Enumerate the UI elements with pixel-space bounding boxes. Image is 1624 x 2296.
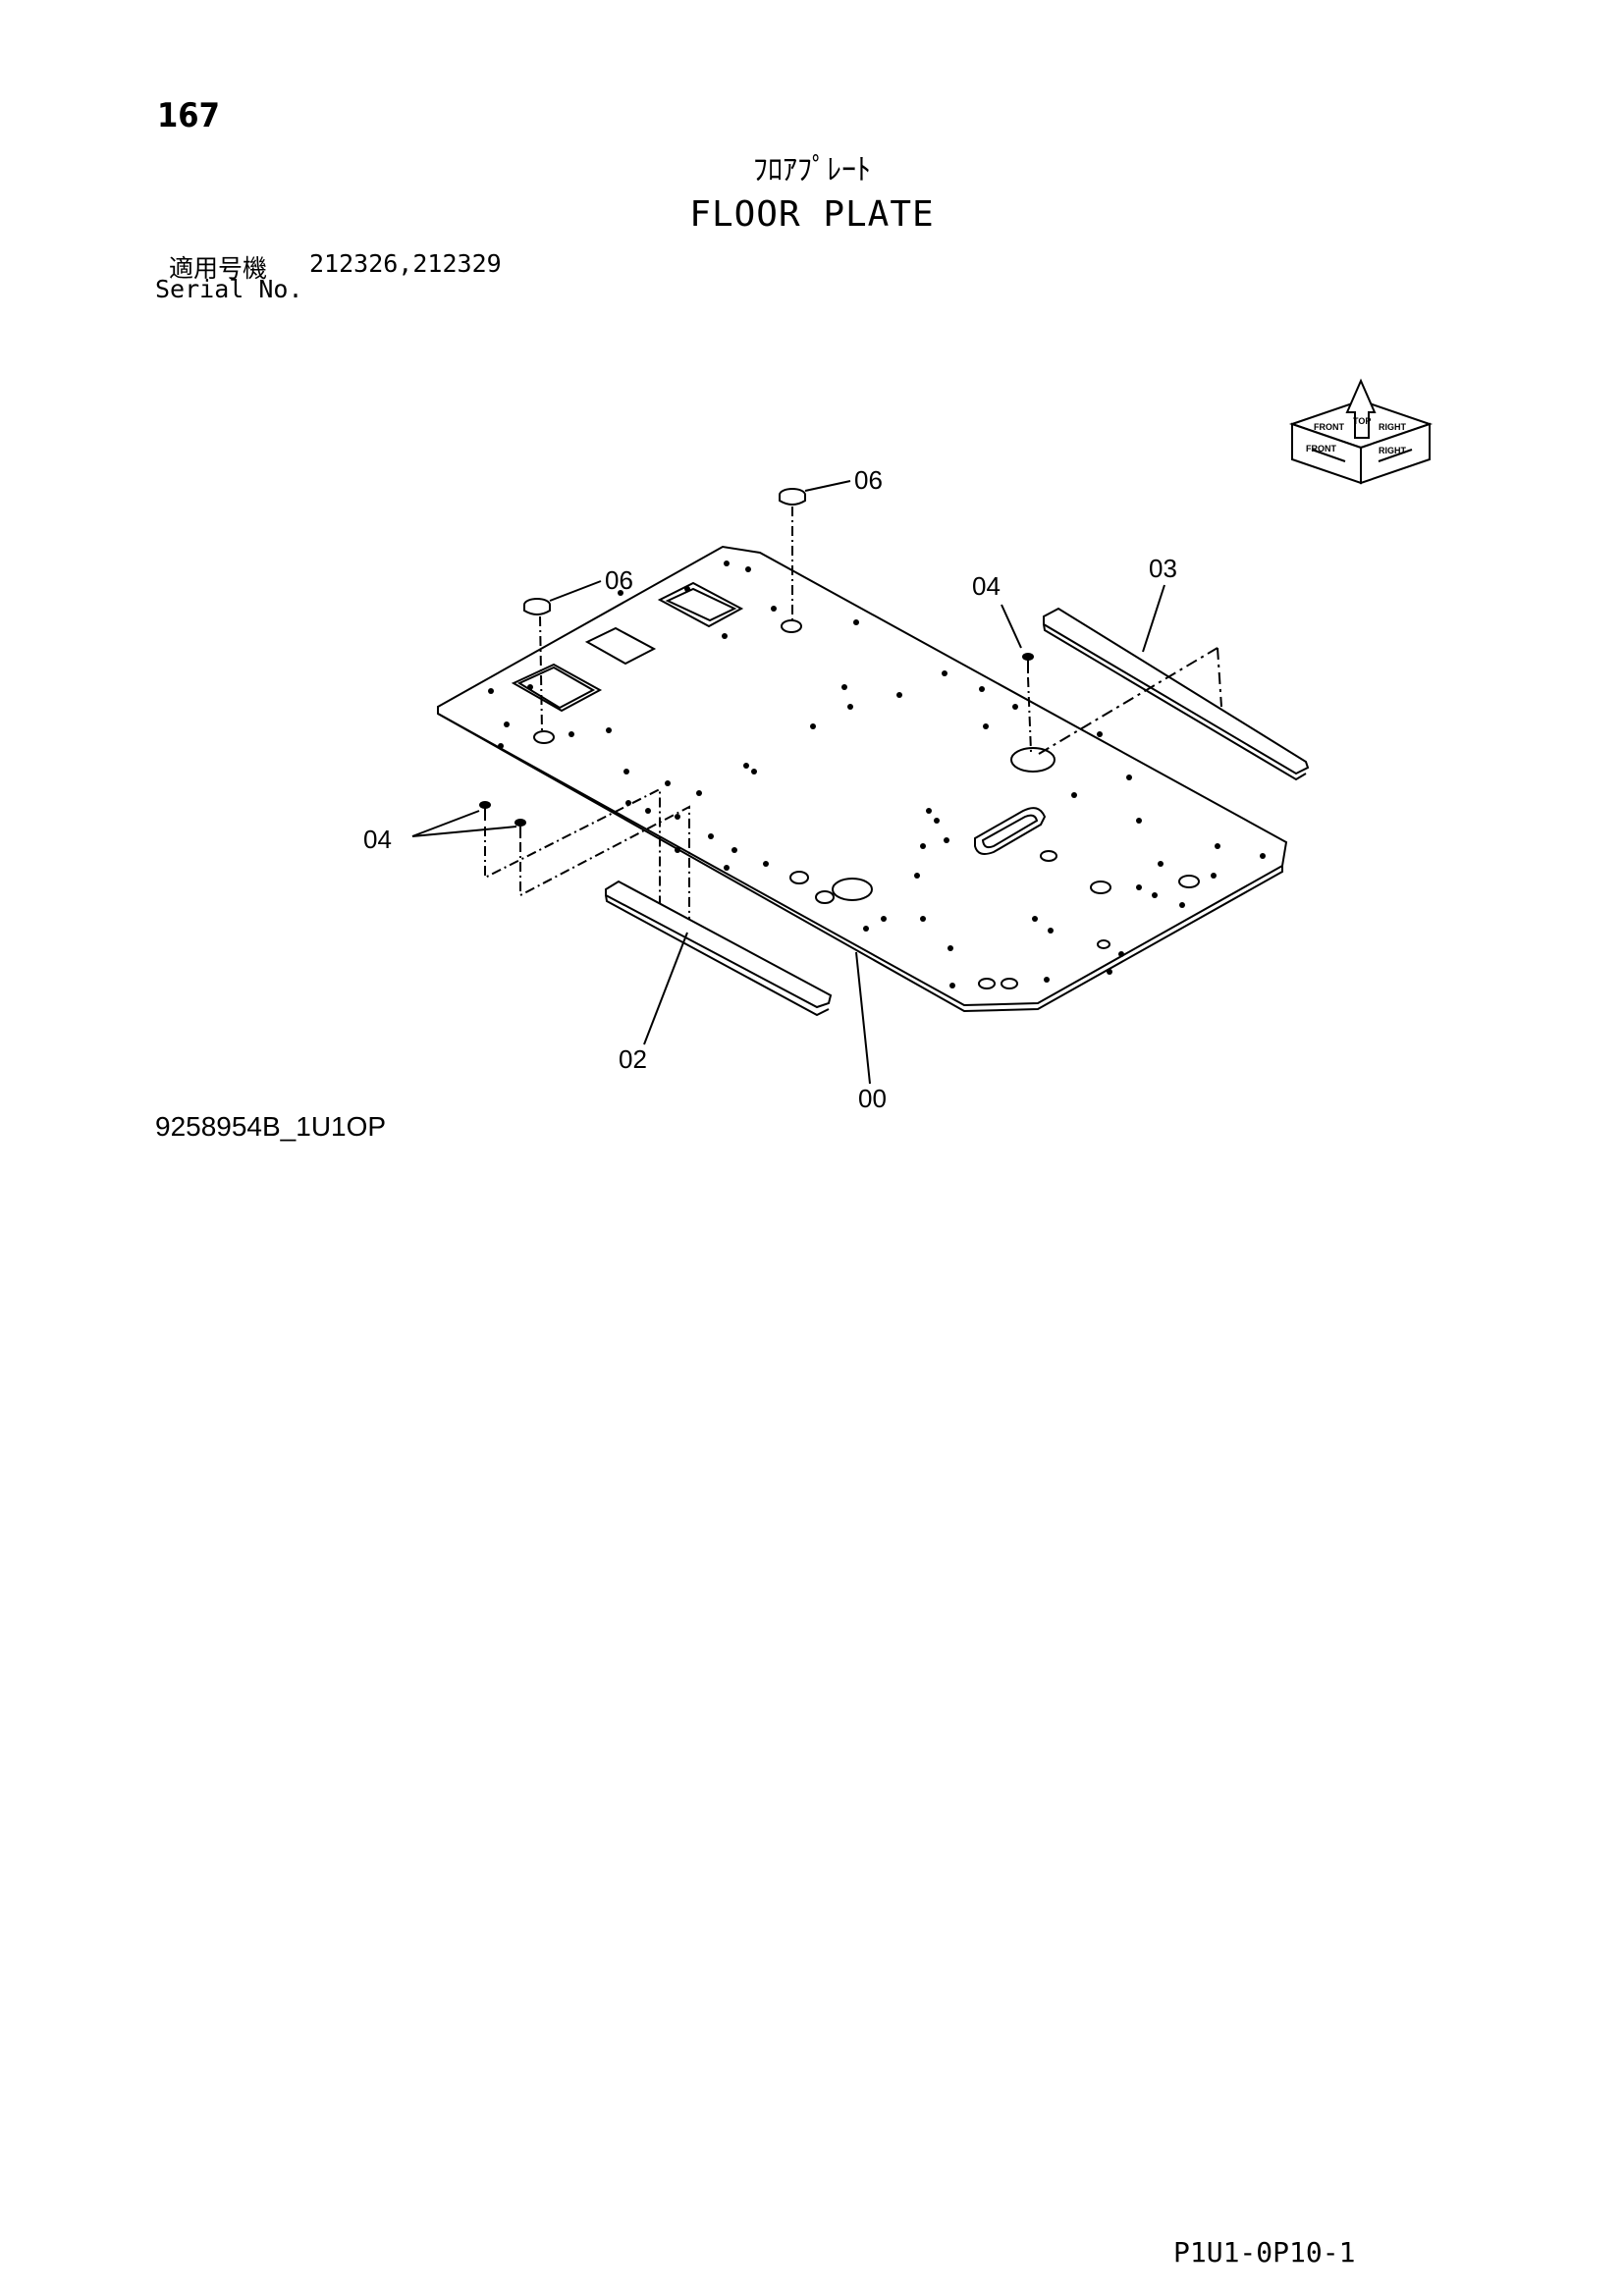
serial-label: Serial No. — [155, 275, 303, 303]
orientation-label-right-top: RIGHT — [1379, 422, 1407, 432]
plug-part-06-left — [523, 580, 602, 732]
orientation-cube-icon: FRONT RIGHT FRONT RIGHT TOP — [1288, 378, 1434, 485]
callout-06-left: 06 — [605, 565, 633, 595]
orientation-label-front-top: FRONT — [1314, 422, 1344, 432]
orientation-label-right: RIGHT — [1379, 446, 1407, 455]
bolt-part-04-top — [1001, 604, 1034, 753]
serial-label-japanese: 適用号機 — [169, 254, 268, 283]
callout-00: 00 — [858, 1084, 887, 1113]
callout-03: 03 — [1149, 554, 1177, 583]
page-number: 167 — [157, 96, 220, 135]
bolt-part-04-left — [411, 787, 690, 919]
orientation-label-front: FRONT — [1306, 444, 1336, 454]
callout-06-top: 06 — [854, 465, 883, 495]
floor-plate-part-00 — [437, 545, 1288, 1013]
orientation-label-top: TOP — [1353, 416, 1371, 426]
serial-numbers: 212326,212329 — [309, 249, 502, 278]
plug-part-06-top — [779, 480, 851, 620]
callout-02: 02 — [619, 1044, 647, 1074]
page-code: P1U1-0P10-1 — [1173, 2236, 1356, 2269]
channel-part-03 — [1038, 584, 1310, 781]
drawing-number: 9258954B_1U1OP — [155, 1111, 387, 1142]
title-japanese: ﾌﾛｱﾌﾟﾚｰﾄ — [753, 153, 871, 187]
callout-04-top: 04 — [972, 571, 1001, 601]
callout-04-left: 04 — [363, 825, 392, 854]
page-title: FLOOR PLATE — [689, 194, 935, 235]
leader-line-00 — [855, 951, 871, 1085]
mounting-holes — [488, 561, 1266, 988]
channel-part-02 — [605, 880, 833, 1045]
